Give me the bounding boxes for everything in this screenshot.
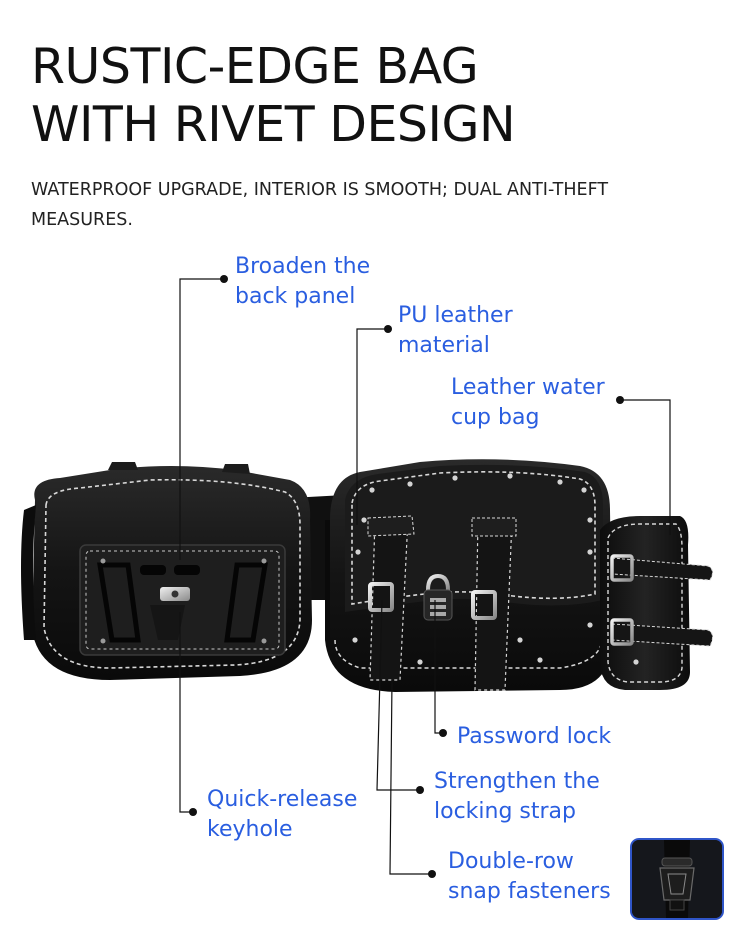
callout-password-lock-line-1: Password lock: [457, 724, 612, 749]
callout-back-panel-line-2: back panel: [235, 284, 356, 309]
callout-pu-leather-line-2: material: [398, 333, 490, 358]
leader-back-panel: [179, 278, 224, 560]
leader-pu-leather: [356, 328, 388, 525]
title-line-1: RUSTIC-EDGE BAG: [31, 38, 479, 95]
callout-locking-strap-line-2: locking strap: [434, 799, 577, 824]
callout-pu-leather: PU leather material: [398, 301, 513, 361]
callout-cup-bag-line-2: cup bag: [451, 405, 540, 430]
leader-snap: [389, 679, 432, 875]
page-title: RUSTIC-EDGE BAG WITH RIVET DESIGN: [31, 38, 516, 154]
subtitle-line-2: MEASURES.: [31, 210, 133, 230]
callout-cup-bag-line-1: Leather water: [451, 375, 605, 400]
callout-keyhole-line-1: Quick-release: [207, 787, 358, 812]
leader-lines: [179, 278, 671, 875]
leader-cup-bag: [620, 399, 671, 535]
leader-dots: [189, 275, 624, 878]
leader-locking-strap: [376, 599, 420, 791]
callout-keyhole-line-2: keyhole: [207, 817, 293, 842]
left-bag-back-view: [21, 462, 312, 680]
callout-keyhole: Quick-release keyhole: [207, 785, 357, 845]
callout-snap-line-1: Double-row: [448, 849, 574, 874]
snap-fastener-closeup-image: [630, 838, 724, 920]
callout-back-panel-line-1: Broaden the: [235, 254, 371, 279]
callout-snap: Double-row snap fasteners: [448, 847, 611, 907]
callout-back-panel: Broaden the back panel: [235, 252, 370, 312]
callout-locking-strap: Strengthen the locking strap: [434, 767, 600, 827]
callout-cup-bag: Leather water cup bag: [451, 373, 605, 433]
subtitle-line-1: WATERPROOF UPGRADE, INTERIOR IS SMOOTH; …: [31, 180, 609, 200]
snap-fastener-icon: [632, 840, 722, 918]
page-subtitle: WATERPROOF UPGRADE, INTERIOR IS SMOOTH; …: [31, 175, 721, 235]
callout-locking-strap-line-1: Strengthen the: [434, 769, 600, 794]
right-bag-front-view: [325, 459, 612, 692]
callout-password-lock: Password lock: [457, 722, 611, 752]
callout-snap-line-2: snap fasteners: [448, 879, 611, 904]
water-cup-bag: [600, 516, 714, 690]
callout-pu-leather-line-1: PU leather: [398, 303, 513, 328]
title-line-2: WITH RIVET DESIGN: [31, 96, 516, 153]
leader-keyhole: [179, 612, 193, 813]
